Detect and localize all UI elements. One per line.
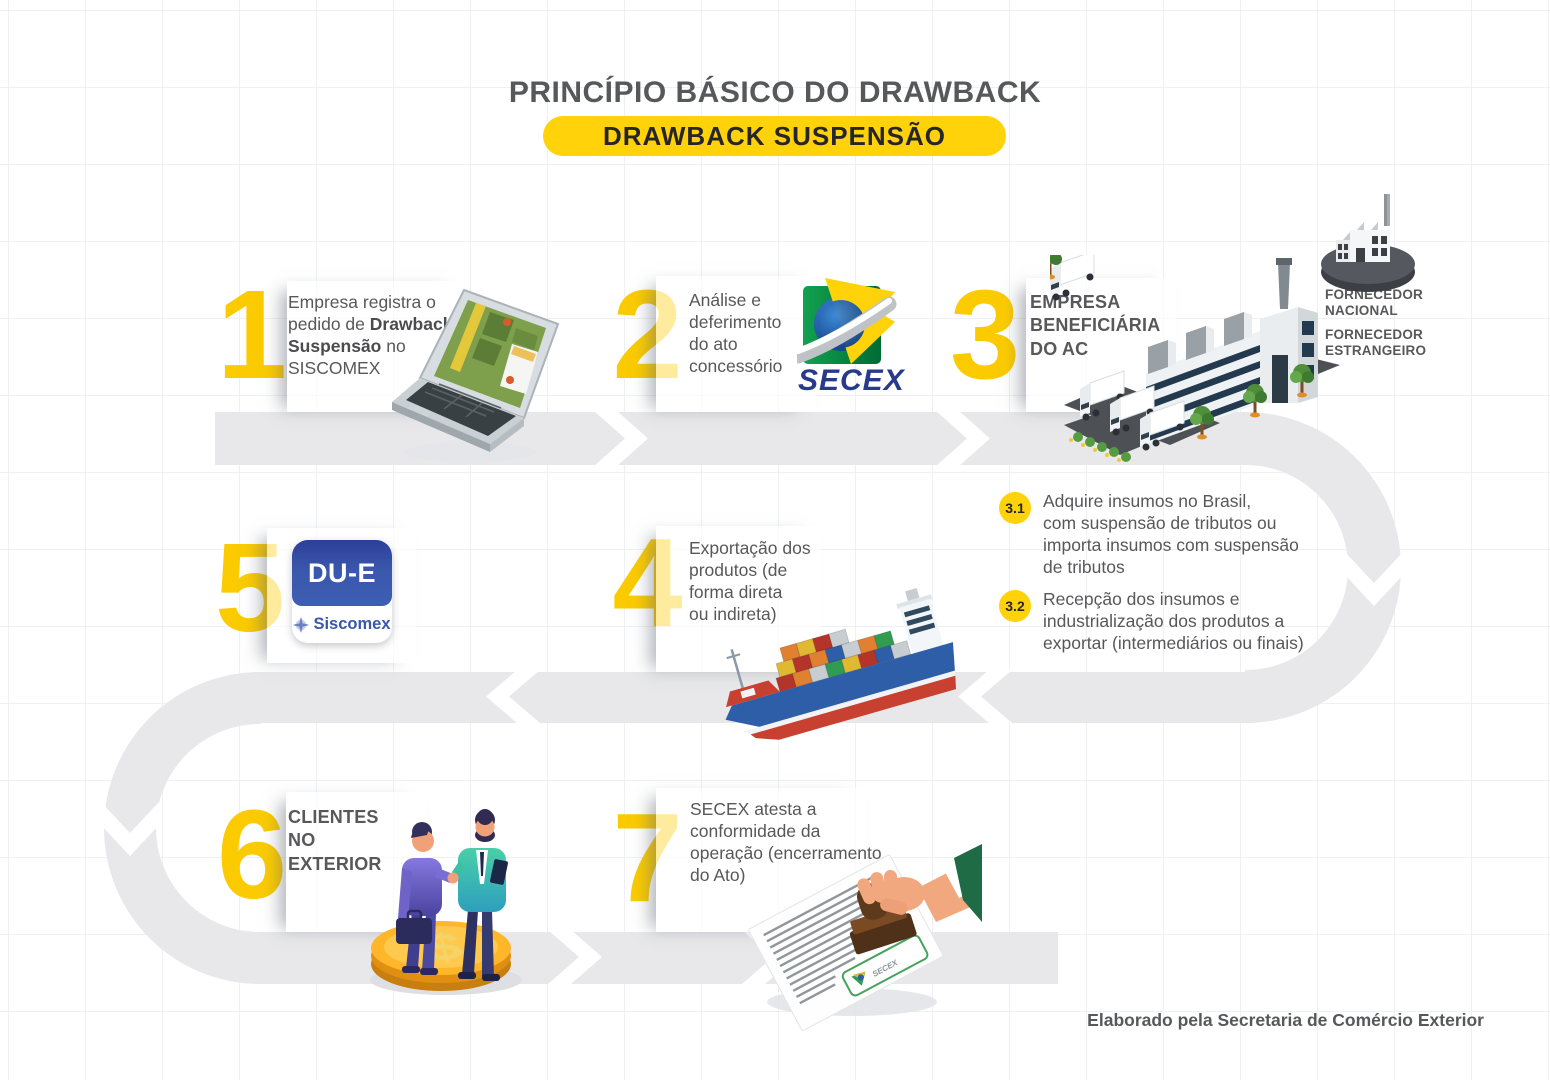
substep-3-1-badge: 3.1 [999,492,1031,524]
page-title: PRINCÍPIO BÁSICO DO DRAWBACK [508,76,1042,109]
supplier-national-label: FORNECEDOR NACIONAL [1325,287,1424,318]
subtitle-badge: DRAWBACK SUSPENSÃO [543,116,1006,156]
footer-credit: Elaborado pela Secretaria de Comércio Ex… [1087,1010,1484,1030]
step1-text: Empresa registra o pedido de Drawback Su… [288,291,466,379]
step7-text: SECEX atesta a conformidade da operação … [690,799,882,886]
due-siscomex-badge: DU-E Siscomex [292,540,392,643]
supplier-factory-icon [1321,194,1415,292]
step6-text: CLIENTES NO EXTERIOR [288,807,382,874]
secex-logo-label: SECEX [798,364,906,396]
substep-3-2-text: Recepção dos insumos e industrialização … [1043,589,1304,654]
substep-3-2-badge: 3.2 [999,590,1031,622]
siscomex-row: Siscomex [292,606,392,643]
step4-text: Exportação dos produtos (de forma direta… [689,538,811,625]
handshake-coin-illustration: $ [370,809,522,995]
factory-illustration [1050,255,1340,462]
siscomex-star-icon [293,616,310,633]
step1-text-bold: Drawback Suspensão [288,314,453,357]
cargo-ship-illustration [725,588,957,740]
step1-text-post: no SISCOMEX [288,336,406,379]
step1-text-pre: Empresa registra o pedido de [288,292,436,335]
siscomex-label: Siscomex [313,615,391,633]
due-label: DU-E [292,540,392,606]
stamp-document-illustration: SECEX [748,844,982,1031]
substep-3-1-text: Adquire insumos no Brasil, com suspensão… [1043,491,1299,578]
secex-logo: SECEX [797,278,906,396]
subtitle-badge-label: DRAWBACK SUSPENSÃO [602,120,947,151]
step2-text: Análise e deferimento do ato concessório [689,290,783,377]
supplier-foreign-label: FORNECEDOR ESTRANGEIRO [1325,327,1427,358]
step1-number: 1 [216,264,288,405]
laptop-illustration [392,288,560,462]
step2-sheet [656,276,816,412]
step3-number: 3 [949,264,1021,405]
step6-number: 6 [216,784,288,925]
